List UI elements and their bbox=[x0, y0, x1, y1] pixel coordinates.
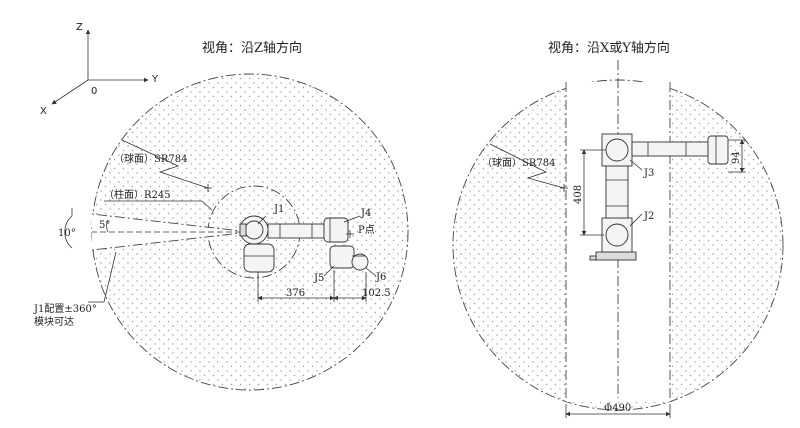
right-sphere-label: （球面）SR784 bbox=[482, 156, 555, 169]
base-motor bbox=[243, 243, 275, 273]
robot-top-view bbox=[239, 215, 369, 273]
note-leader bbox=[88, 251, 117, 303]
label-j4: J4 bbox=[360, 208, 371, 219]
angle-10-label: 10° bbox=[58, 228, 76, 239]
left-sphere-label: （球面）SR784 bbox=[114, 152, 187, 165]
label-j3: J3 bbox=[643, 168, 654, 179]
joint-j5 bbox=[329, 245, 355, 269]
cylinder-leader bbox=[201, 200, 213, 211]
coordinate-axes: Z Y X 0 bbox=[40, 22, 159, 117]
unreachable-wedge bbox=[92, 214, 250, 250]
joint-j3-disk bbox=[605, 138, 629, 162]
side-upper-arm bbox=[605, 165, 629, 219]
robot-side-view bbox=[589, 133, 729, 261]
note-line-1: J1配置±360° bbox=[33, 303, 97, 315]
label-j5: J5 bbox=[313, 273, 324, 284]
left-view: 视角：沿Z轴方向 10° 5° （球面）SR784 （柱面）R245 J1配置±… bbox=[33, 40, 409, 391]
wedge-edge-bottom bbox=[91, 231, 251, 251]
dim-94-label: 94 bbox=[731, 151, 742, 164]
axis-z-label: Z bbox=[76, 22, 83, 33]
angle-5-arc bbox=[106, 219, 109, 233]
sphere-boundary bbox=[91, 73, 409, 391]
label-j2: J2 bbox=[643, 211, 654, 222]
dim-376-label: 376 bbox=[286, 288, 305, 299]
note-line-2: 模块可达 bbox=[34, 316, 74, 328]
label-j1: J1 bbox=[273, 204, 284, 215]
dim-102-label: 102.5 bbox=[362, 288, 391, 299]
axis-y-label: Y bbox=[151, 74, 159, 85]
right-view: 视角：沿X或Y轴方向 （球面）SR784 bbox=[452, 40, 784, 418]
right-sphere-leader bbox=[489, 143, 565, 189]
right-view-title: 视角：沿X或Y轴方向 bbox=[548, 40, 670, 56]
robot-base-plate bbox=[595, 251, 637, 261]
left-sphere-leader bbox=[121, 139, 209, 189]
side-forearm bbox=[631, 141, 709, 157]
cylinder-label: （柱面）R245 bbox=[104, 188, 171, 201]
dim-diameter-label: Φ490 bbox=[604, 403, 631, 414]
dim-408-label: 408 bbox=[573, 185, 584, 204]
axis-origin-label: 0 bbox=[91, 86, 97, 97]
wedge-edge-top bbox=[91, 213, 251, 233]
label-j6: J6 bbox=[375, 272, 386, 283]
angle-10-arc bbox=[64, 215, 73, 249]
label-p-point: P点 bbox=[358, 224, 375, 236]
joint-j6 bbox=[351, 253, 369, 271]
left-view-title: 视角：沿Z轴方向 bbox=[202, 40, 302, 56]
upper-arm-link bbox=[267, 223, 325, 239]
axis-x-label: X bbox=[40, 106, 47, 117]
angle-5-label: 5° bbox=[99, 220, 110, 231]
joint-j2-disk bbox=[605, 223, 629, 247]
side-wrist bbox=[707, 135, 729, 165]
